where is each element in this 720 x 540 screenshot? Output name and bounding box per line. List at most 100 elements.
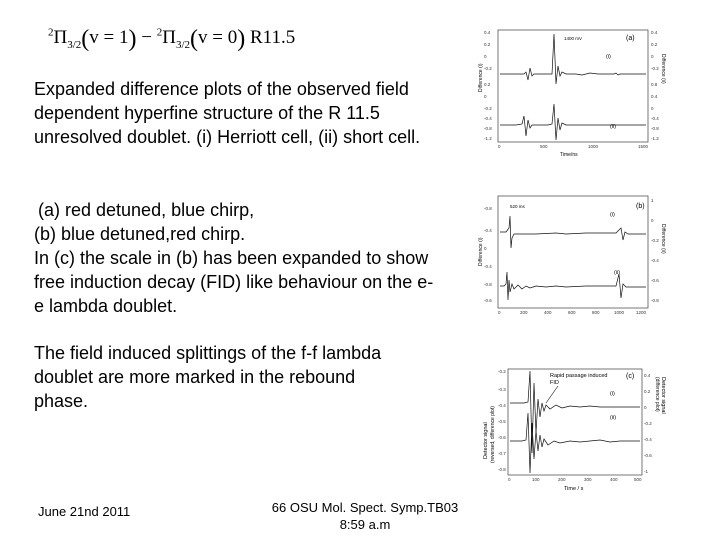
figure-c-ylabel-left-line1: Detector signal [483, 422, 489, 459]
tick-label: 400 [544, 310, 552, 315]
figure-b-right-ticks: 1 0 -0.2 -0.4 -0.6 -0.8 [651, 198, 659, 303]
tick-label: -0.7 [498, 451, 506, 456]
figure-a-trace-ii-label: (ii) [610, 124, 616, 130]
description-text: Expanded difference plots of the observe… [34, 79, 421, 147]
tick-label: 200 [520, 310, 528, 315]
figure-b-trace-ii [500, 271, 646, 301]
tick-label: 1500 [638, 144, 649, 149]
figure-c-annotation-line1: Rapid passage induced [550, 373, 608, 379]
tick-label: -0.6 [644, 453, 652, 458]
figure-a-trace-ii [500, 103, 646, 141]
figure-c-xlabel: Time / s [564, 486, 584, 492]
tick-label: 0.4 [651, 30, 658, 35]
tick-label: 0.4 [644, 373, 651, 378]
formula-term2-subscript: 3/2 [175, 38, 191, 51]
figure-c-ylabel-left-line2: (reversed, difference plot) [490, 406, 496, 463]
figure-a: Difference (i) Difference (ii) 0.4 0.2 0… [476, 24, 666, 164]
figure-a-panel-label: (a) [626, 35, 635, 42]
figure-c: Detector signal (reversed, difference pl… [480, 363, 670, 495]
tick-label: 0 [498, 310, 501, 315]
tick-label: 0 [644, 405, 647, 410]
tick-label: -0.6 [651, 278, 659, 283]
splitting-text: The field induced splittings of the f-f … [34, 343, 382, 411]
figure-b-trace-i-label: (i) [610, 212, 615, 218]
tick-label: 1000 [588, 144, 599, 149]
tick-label: 600 [568, 310, 576, 315]
figure-a-trace-i [500, 33, 646, 85]
tick-label: 0 [508, 477, 511, 482]
figure-a-inset: 1400 mV [564, 36, 582, 41]
tick-label: -0.8 [484, 206, 492, 211]
tick-label: -0.8 [484, 126, 492, 131]
detuning-line-a: (a) red detuned, blue chirp, [38, 200, 255, 220]
tick-label: 0.8 [651, 82, 658, 87]
figure-c-xticks: 0 100 200 300 400 500 [508, 477, 642, 482]
tick-label: -0.2 [651, 238, 659, 243]
footer-conference-line2: 8:59 a.m [339, 517, 391, 532]
figure-b-panel-label: (b) [636, 203, 645, 210]
tick-label: 0 [498, 144, 501, 149]
footer-conference-line1: 66 OSU Mol. Spect. Symp.TB03 [271, 500, 459, 515]
tick-label: -0.2 [498, 369, 506, 374]
tick-label: 400 [610, 477, 618, 482]
figure-a-ylabel-right: Difference (ii) [660, 54, 666, 84]
figure-a-left-ticks: 0.4 0.2 0 -0.2 0.2 0 -0.2 -0.4 -0.8 -1.2 [484, 30, 492, 141]
tick-label: -0.4 [484, 116, 492, 121]
tick-label: 200 [558, 477, 566, 482]
tick-label: 0 [651, 106, 654, 111]
tick-label: 500 [634, 477, 642, 482]
tick-label: -0.4 [651, 258, 659, 263]
tick-label: 0.2 [484, 42, 491, 47]
tick-label: 0 [484, 54, 487, 59]
figure-c-trace-ii-label: (ii) [610, 415, 616, 421]
tick-label: -0.4 [498, 403, 506, 408]
tick-label: 800 [592, 310, 600, 315]
figure-a-xlabel: Time/ns [560, 152, 578, 158]
figure-a-right-ticks: 0.4 0.2 0 -0.2 0.8 0.4 0 -0.4 -0.8 -1.2 [651, 30, 659, 141]
tick-label: -0.6 [498, 435, 506, 440]
tick-label: 1 [651, 198, 654, 203]
detuning-paragraph: (a) red detuned, blue chirp, (b) blue de… [34, 198, 434, 318]
tick-label: 300 [584, 477, 592, 482]
tick-label: -0.8 [651, 298, 659, 303]
tick-label: -0.2 [484, 106, 492, 111]
tick-label: 0.2 [651, 42, 658, 47]
figure-a-ylabel-left: Difference (i) [478, 63, 484, 92]
tick-label: 0.4 [484, 30, 491, 35]
figure-c-trace-ii [510, 412, 640, 474]
figure-b-plot: Difference (i) Difference (ii) -0.8 -0.4… [478, 195, 666, 315]
tick-label: 0 [484, 246, 487, 251]
tick-label: -0.5 [498, 419, 506, 424]
tick-label: -0.2 [644, 421, 652, 426]
formula-term1-arg: v = 1 [89, 27, 129, 48]
tick-label: -0.3 [498, 387, 506, 392]
tick-label: -1 [644, 469, 648, 474]
formula-term1-symbol: Π [53, 27, 68, 48]
formula-term1-superscript: 2 [48, 26, 54, 39]
formula-term1-subscript: 3/2 [67, 38, 82, 51]
figure-c-right-ticks: 0.4 0.2 0 -0.2 -0.4 -0.6 -1 [644, 373, 652, 474]
figure-c-plot: Detector signal (reversed, difference pl… [483, 368, 666, 492]
tick-label: 500 [540, 144, 548, 149]
figure-c-left-ticks: -0.2 -0.3 -0.4 -0.5 -0.6 -0.7 -0.8 [498, 369, 506, 472]
tick-label: -0.8 [498, 467, 506, 472]
transition-formula: 2Π3/2(v = 1) − 2Π3/2(v = 0) R11.5 [48, 26, 296, 52]
tick-label: 0.2 [644, 389, 651, 394]
tick-label: 0.4 [651, 94, 658, 99]
tick-label: -0.4 [484, 264, 492, 269]
tick-label: -0.4 [484, 228, 492, 233]
figure-b-ylabel-right: Difference (ii) [660, 224, 666, 254]
formula-line-label: R11.5 [250, 27, 296, 48]
tick-label: -0.4 [651, 116, 659, 121]
tick-label: -0.4 [644, 437, 652, 442]
footer-date: June 21nd 2011 [38, 504, 131, 519]
figure-b-trace-ii-label: (ii) [614, 270, 620, 276]
figure-b-inset: 520 ms [510, 204, 526, 209]
tick-label: 0 [651, 54, 654, 59]
figure-a-xticks: 0 500 1000 1500 [498, 144, 649, 149]
tick-label: 0 [651, 218, 654, 223]
figure-b-ylabel-left: Difference (i) [478, 237, 484, 266]
formula-term2-symbol: Π [162, 27, 176, 48]
figure-c-ylabel-right-line2: (difference plot) [654, 377, 660, 412]
figure-b-trace-i [500, 215, 646, 249]
